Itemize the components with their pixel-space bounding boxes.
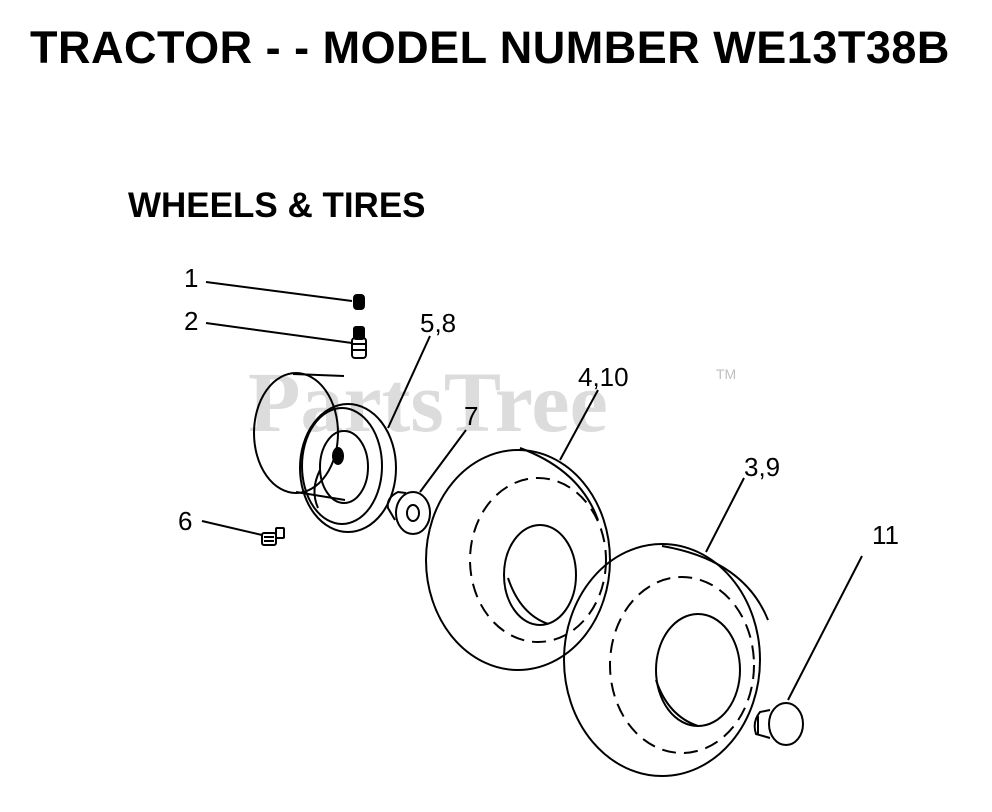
section-title: WHEELS & TIRES [128, 186, 426, 225]
callout-label-7: 7 [464, 401, 478, 431]
bushing-part[interactable] [386, 490, 431, 535]
callout-leader-1 [205, 281, 353, 302]
callout-leader-11 [787, 555, 863, 701]
callout-leader-6 [201, 520, 263, 536]
grease-fitting-part[interactable] [261, 527, 285, 546]
callout-label-11: 11 [872, 520, 899, 550]
valve-cap-part[interactable] [353, 294, 365, 310]
rear-tire-part[interactable] [563, 543, 769, 777]
callout-leader-3-9 [705, 477, 745, 553]
page-title: TRACTOR - - MODEL NUMBER WE13T38B [30, 22, 950, 73]
callout-leader-4-10 [559, 389, 599, 461]
valve-stem-part[interactable] [351, 326, 367, 359]
callout-label-4-10: 4,10 [578, 362, 629, 392]
callout-label-6: 6 [178, 506, 192, 536]
callout-leader-2 [205, 322, 353, 344]
callout-label-2: 2 [184, 306, 198, 336]
callout-label-1: 1 [184, 263, 198, 293]
callout-leader-7 [419, 429, 467, 493]
wheel-rim-part[interactable] [253, 372, 397, 533]
callout-leader-5-8 [387, 335, 431, 429]
watermark-trademark: TM [716, 366, 737, 382]
callout-label-3-9: 3,9 [744, 452, 780, 482]
front-tire-part[interactable] [425, 447, 611, 671]
callout-label-5-8: 5,8 [420, 308, 456, 338]
hub-cap-part[interactable] [753, 702, 804, 746]
